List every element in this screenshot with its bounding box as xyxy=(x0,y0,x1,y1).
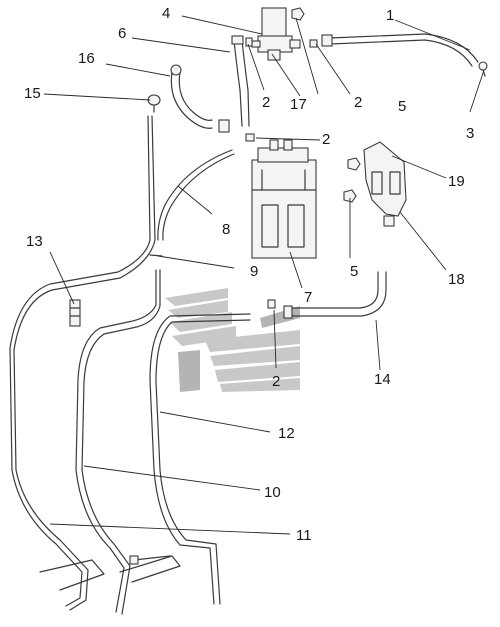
part-2-clip-c xyxy=(245,133,255,142)
watermark-logo xyxy=(165,288,300,392)
part-10-pipe xyxy=(75,269,161,615)
callout-5b: 5 xyxy=(350,263,358,280)
callout-6: 6 xyxy=(118,25,126,42)
callout-5a: 5 xyxy=(398,98,406,115)
callout-2c: 2 xyxy=(322,131,330,148)
callout-3: 3 xyxy=(466,125,474,142)
bottom-cross-pipes xyxy=(39,555,181,591)
callout-1: 1 xyxy=(386,7,394,24)
callout-18: 18 xyxy=(448,271,465,288)
callout-19: 19 xyxy=(448,173,465,190)
connector-near-16 xyxy=(218,119,230,133)
part-2-clip-b xyxy=(309,39,318,48)
part-2-clip-a xyxy=(245,37,253,47)
part-13-clip xyxy=(69,299,81,327)
callout-2a: 2 xyxy=(262,94,270,111)
callout-16: 16 xyxy=(78,50,95,67)
callout-4: 4 xyxy=(162,5,170,22)
callout-17: 17 xyxy=(290,96,307,113)
part-11-pipe xyxy=(9,115,156,611)
part-3-clip xyxy=(478,61,488,77)
callout-10: 10 xyxy=(264,484,281,501)
part-2-clip-d xyxy=(267,299,276,309)
nut-near-bracket xyxy=(347,157,361,171)
callout-11: 11 xyxy=(296,527,312,544)
part-16-hose xyxy=(170,64,213,129)
callout-13: 13 xyxy=(26,233,43,250)
part-15-clip xyxy=(147,94,161,113)
part-1-hose xyxy=(321,33,479,67)
part-4-solenoid-valve xyxy=(251,7,301,61)
part-9-connector xyxy=(149,254,163,257)
part-6-hose xyxy=(231,35,250,127)
part-8-pipe xyxy=(157,149,235,241)
callout-2d: 2 xyxy=(272,373,280,390)
part-19-bracket xyxy=(363,141,407,217)
callout-9: 9 xyxy=(250,263,258,280)
part-14-hose xyxy=(283,271,387,319)
callout-7: 7 xyxy=(304,289,312,306)
callout-8: 8 xyxy=(222,221,230,238)
callout-14: 14 xyxy=(374,371,391,388)
callout-2b: 2 xyxy=(354,94,362,111)
callout-12: 12 xyxy=(278,425,295,442)
part-5-nut-top xyxy=(291,7,305,21)
callout-15: 15 xyxy=(24,85,41,102)
part-18-bracket-bolt xyxy=(383,215,395,227)
part-7-canister xyxy=(251,139,317,259)
part-5-nut-mid xyxy=(343,189,357,203)
part-12-pipe xyxy=(149,313,251,605)
callout-labels: 1 4 6 16 15 2 17 2 5 3 2 19 8 13 9 5 18 … xyxy=(24,5,474,544)
leader-lines xyxy=(43,15,485,535)
